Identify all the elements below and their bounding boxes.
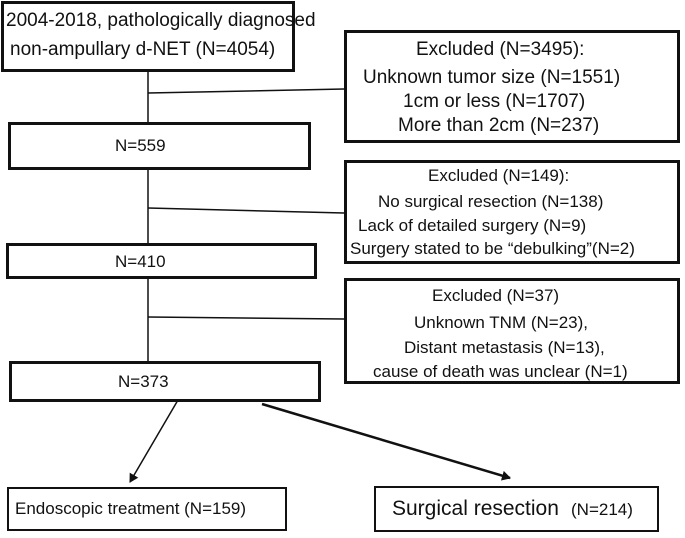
exclusion-1-item: 1cm or less (N=1707)	[403, 91, 586, 112]
branch-line-1	[147, 88, 345, 94]
n410-label: N=410	[115, 252, 166, 271]
exclusion-3-item: cause of death was unclear (N=1)	[373, 362, 628, 381]
exclusion-3-item: Unknown TNM (N=23),	[414, 313, 588, 332]
exclusion-box-3	[344, 278, 680, 384]
n559-box	[8, 122, 311, 170]
arrow-surgical	[261, 402, 511, 481]
start-line-2: non-ampullary d-NET (N=4054)	[10, 39, 276, 60]
endoscopic-box	[7, 487, 287, 531]
arrow-endoscopic	[129, 399, 179, 483]
exclusion-1-item: Unknown tumor size (N=1551)	[363, 67, 621, 88]
exclusion-2-title: Excluded (N=149):	[428, 166, 570, 185]
branch-line-2	[147, 207, 345, 214]
surgical-count: (N=214)	[571, 500, 633, 519]
exclusion-2-item: Surgery stated to be “debulking”(N=2)	[350, 239, 635, 258]
endoscopic-label: Endoscopic treatment (N=159)	[15, 499, 247, 518]
exclusion-3-item: Distant metastasis (N=13),	[404, 338, 605, 357]
exclusion-box-1	[344, 30, 680, 143]
surgical-box	[374, 486, 659, 532]
n373-box	[9, 361, 321, 402]
surgical-label: Surgical resection	[392, 497, 559, 520]
exclusion-2-item: Lack of detailed surgery (N=9)	[358, 216, 587, 235]
n373-label: N=373	[118, 372, 169, 391]
start-line-1: 2004-2018, pathologically diagnosed	[6, 10, 316, 31]
n410-box	[6, 243, 317, 279]
start-box	[1, 1, 295, 72]
exclusion-3-title: Excluded (N=37)	[432, 286, 560, 305]
branch-line-3	[147, 316, 345, 320]
exclusion-1-title: Excluded (N=3495):	[416, 39, 585, 60]
exclusion-1-item: More than 2cm (N=237)	[398, 115, 600, 136]
exclusion-2-item: No surgical resection (N=138)	[378, 192, 604, 211]
n559-label: N=559	[115, 136, 166, 155]
exclusion-box-2	[344, 160, 680, 264]
